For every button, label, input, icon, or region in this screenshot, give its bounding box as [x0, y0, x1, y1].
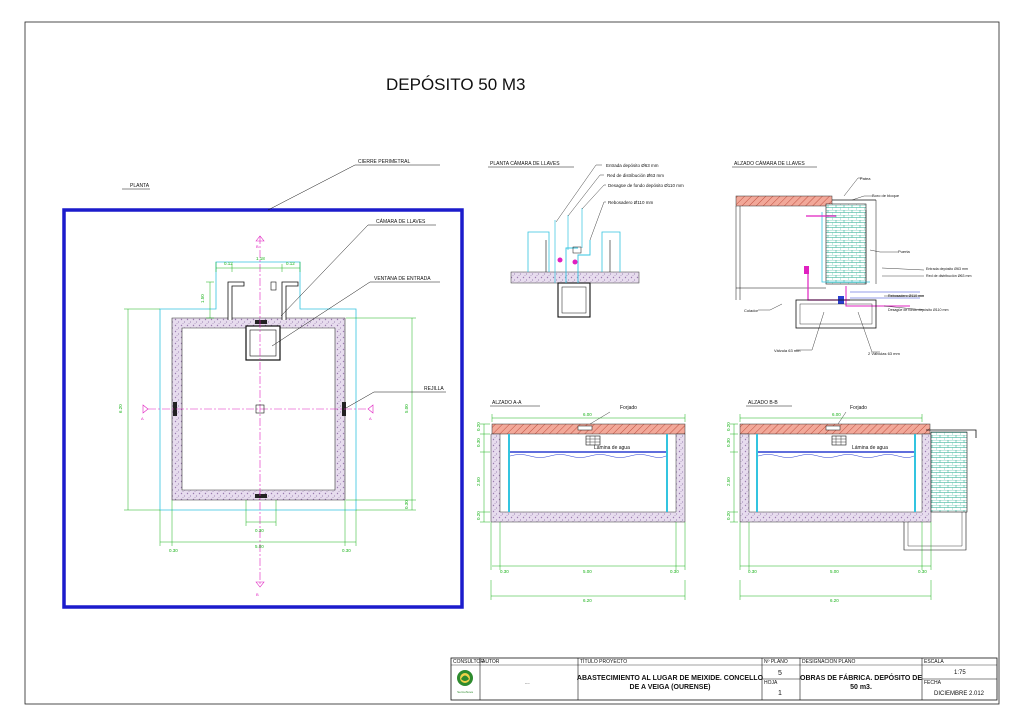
rejilla-left	[173, 402, 177, 416]
alzado-camara-note-desague: Desagüe de fondo depósito Ø110 mm	[888, 308, 948, 312]
alzado-b-dim-b2: 5.00	[830, 569, 839, 574]
alzado-a-dim-top: 6.00	[583, 412, 592, 417]
dim-left-total: 6.20	[118, 404, 123, 413]
tb-design-line1: OBRAS DE FÁBRICA. DEPÓSITO DE	[800, 673, 922, 682]
tb-proyecto-header: TÍTULO PROYECTO	[580, 658, 627, 665]
tb-nplano-header: Nº PLANO	[764, 659, 788, 665]
alzado-a-dim-h3: 2.50	[476, 477, 481, 486]
sheet-frame	[24, 21, 1000, 705]
dim-bottom-right: 0.30	[342, 548, 351, 553]
camara-llaves	[245, 325, 281, 361]
alzado-camara-note-valvulas: 2 Válvulas 63 mm	[868, 351, 900, 356]
alzado-camara-view: ALZADO CÁMARA DE LLAVES Patea Bo	[732, 160, 972, 356]
planta-view: PLANTA B B A A	[62, 159, 464, 609]
planta-label: PLANTA	[130, 183, 150, 189]
alzado-b-dim-b1: 0.30	[748, 569, 757, 574]
section-b-mark-bottom: B	[256, 592, 259, 597]
dim-right-bottom: 0.30	[404, 500, 409, 509]
section-a-mark-left: A	[141, 416, 144, 421]
alzado-a-forjado-label: Forjado	[620, 405, 637, 411]
ventana-entrada-label: VENTANA DE ENTRADA	[374, 276, 431, 282]
tb-design-header: DESIGNACION PLANO	[802, 659, 855, 665]
tb-design-line2: 50 m3.	[850, 684, 872, 691]
tb-proyecto-line2: DE A VEIGA (OURENSE)	[630, 684, 711, 691]
alzado-a-label: ALZADO A-A	[492, 400, 522, 406]
alzado-camara-label: ALZADO CÁMARA DE LLAVES	[734, 160, 805, 167]
alzado-a-view: ALZADO A-A Forjado Lámina de agua	[476, 400, 686, 603]
tb-consultor-header: CONSULTOR	[453, 659, 484, 665]
alzado-camara-note-valvula: Válvula 63 mm	[774, 348, 801, 353]
tb-proyecto-line1: ABASTECIMIENTO AL LUGAR DE MEIXIDE. CONC…	[577, 675, 764, 682]
dim-top-2: 1.18	[256, 256, 265, 261]
dim-top-3: 0.12	[286, 261, 295, 266]
camara-llaves-label: CÁMARA DE LLAVES	[376, 218, 426, 225]
alzado-a-dim-h1: 0.20	[476, 422, 481, 431]
cierre-perimetral-label: CIERRE PERIMETRAL	[358, 159, 410, 165]
tb-hoja-value: 1	[778, 690, 782, 697]
drawing-title: DEPÓSITO 50 M3	[386, 75, 526, 94]
consultor-logo-text: SermoNova	[457, 690, 473, 694]
alzado-b-label: ALZADO B-B	[748, 400, 778, 406]
alzado-a-dim-h4: 0.20	[476, 511, 481, 520]
dim-left-small: 1.50	[200, 294, 205, 303]
tb-escala-value: 1:75	[954, 670, 966, 676]
alzado-camara-note-colador: Colador	[744, 308, 759, 313]
dim-inner-bottom: 0.30	[255, 528, 264, 533]
alzado-camara-note-puerta: Puerta	[898, 249, 911, 254]
alzado-camara-note-boro: Boro de bloque	[872, 193, 900, 198]
alzado-b-dim-h1: 0.20	[726, 422, 731, 431]
planta-camara-label: PLANTA CÁMARA DE LLAVES	[490, 160, 560, 167]
alzado-b-dim-h4: 0.20	[726, 511, 731, 520]
planta-camara-note-1: Entrada depósito Ø63 mm	[606, 163, 659, 168]
section-b-mark-top: B	[256, 244, 259, 249]
alzado-a-dim-total: 6.20	[583, 598, 592, 603]
alzado-a-lamina-label: Lámina de agua	[594, 445, 630, 451]
alzado-b-dim-total: 6.20	[830, 598, 839, 603]
alzado-a-dim-b1: 0.30	[500, 569, 509, 574]
alzado-b-lamina-label: Lámina de agua	[852, 445, 888, 451]
planta-camara-note-3: Desagüe de fondo depósito Ø110 mm	[608, 183, 684, 188]
dim-top-1: 0.12	[224, 261, 233, 266]
alzado-a-dim-b3: 0.30	[670, 569, 679, 574]
alzado-b-dim-top: 6.00	[832, 412, 841, 417]
tb-fecha-header: FECHA	[924, 680, 942, 686]
section-a-mark-right: A	[369, 416, 372, 421]
alzado-b-view: ALZADO B-B Forjado Lámina de agua	[726, 400, 977, 603]
tb-fecha-value: DICIEMBRE 2.012	[934, 691, 985, 697]
tb-nplano-value: 5	[778, 670, 782, 677]
cierre-perimetral-outline	[62, 208, 464, 609]
alzado-camara-note-red: Red de distribución Ø63 mm	[926, 274, 972, 278]
dim-bottom-left: 0.30	[169, 548, 178, 553]
tb-hoja-header: HOJA	[764, 680, 778, 686]
alzado-b-dim-h3: 2.50	[726, 477, 731, 486]
tb-autor-value: ----	[525, 681, 530, 685]
planta-camara-note-4: Rebosadero Ø110 mm	[608, 200, 653, 205]
alzado-camara-note-entrada: Entrada depósito Ø63 mm	[926, 267, 968, 271]
alzado-b-forjado-label: Forjado	[850, 405, 867, 411]
alzado-b-dim-b3: 0.30	[918, 569, 927, 574]
tb-autor-header: AUTOR	[482, 659, 500, 665]
alzado-a-dim-b2: 5.00	[583, 569, 592, 574]
alzado-camara-note-patea: Patea	[860, 176, 871, 181]
alzado-a-dim-h2: 0.30	[476, 438, 481, 447]
planta-camara-note-2: Red de distribución Ø63 mm	[607, 173, 664, 178]
alzado-b-dim-h2: 0.30	[726, 438, 731, 447]
planta-camara-view: PLANTA CÁMARA DE LLAVES Entrada depósito…	[488, 160, 684, 318]
alzado-camara-note-rebosadero: Rebosadero Ø110 mm	[888, 294, 924, 298]
tb-escala-header: ESCALA	[924, 659, 944, 665]
dim-right-inner: 5.00	[404, 404, 409, 413]
consultor-logo: SermoNova	[457, 670, 473, 694]
dim-bottom-total: 5.00	[255, 544, 264, 549]
rejilla-label: REJILLA	[424, 386, 444, 392]
title-block: CONSULTOR AUTOR ---- TÍTULO PROYECTO ABA…	[450, 657, 998, 701]
